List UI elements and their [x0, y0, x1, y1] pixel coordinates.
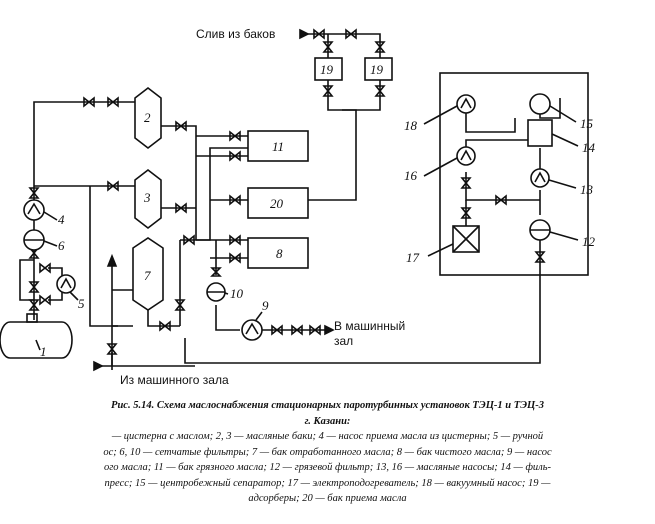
- separator-unit-frame: [439, 72, 589, 276]
- separator-15: [529, 93, 551, 115]
- mud-filter-12: [529, 219, 551, 241]
- adsorber-19-right: [364, 57, 393, 81]
- label-19-left: 19: [320, 62, 334, 77]
- oil-receiving-tank-20: [247, 187, 309, 219]
- label-8: 8: [276, 246, 283, 261]
- label-2: 2: [144, 110, 151, 125]
- label-10: 10: [230, 286, 244, 301]
- to-turbine-hall-label-2: зал: [334, 334, 353, 348]
- label-20: 20: [270, 196, 284, 211]
- caption-title-2: г. Казани:: [304, 415, 351, 427]
- label-6: 6: [58, 238, 65, 253]
- caption-line-1: — цистерна с маслом; 2, 3 — масляные бак…: [111, 431, 544, 442]
- caption-line-2: ос; 6, 10 — сетчатые фильтры; 7 — бак от…: [103, 446, 552, 458]
- caption-line-5: адсорберы; 20 — бак приема масла: [248, 493, 407, 504]
- hand-pump-5: [56, 274, 76, 294]
- pump-9: [241, 319, 263, 341]
- drain-label: Слив из баков: [196, 27, 275, 41]
- label-17: 17: [406, 250, 420, 265]
- label-16: 16: [404, 168, 418, 183]
- label-18: 18: [404, 118, 418, 133]
- clean-oil-tank-8: [247, 237, 309, 269]
- label-9: 9: [262, 298, 269, 313]
- filter-6: [23, 229, 45, 251]
- caption-line-3: ого масла; 11 — бак грязного масла; 12 —…: [103, 462, 552, 473]
- caption-line-4: пресс; 15 — центробежный сепаратор; 17 —…: [104, 477, 551, 489]
- oil-supply-scheme: 1 2 3 4 6 5 7 11 20 8 10 9 19 19 18 15 1…: [0, 27, 596, 387]
- oil-cistern-1: [0, 313, 73, 359]
- vacuum-pump-18: [456, 94, 476, 114]
- filter-press-14: [527, 119, 553, 147]
- flow-arrows: [93, 28, 335, 372]
- label-13: 13: [580, 182, 594, 197]
- dirty-oil-tank-11: [247, 130, 309, 162]
- waste-oil-tank-7: [132, 237, 164, 311]
- label-11: 11: [272, 139, 284, 154]
- valves: [28, 28, 546, 355]
- filter-10: [206, 282, 226, 302]
- oil-tank-3: [134, 168, 162, 230]
- label-19-right: 19: [370, 62, 384, 77]
- label-15: 15: [580, 116, 594, 131]
- label-14: 14: [582, 140, 596, 155]
- label-5: 5: [78, 296, 85, 311]
- oil-pump-16: [456, 146, 476, 166]
- to-turbine-hall-label: В машинный: [334, 319, 405, 333]
- pipelines: [19, 33, 561, 370]
- caption-title-1: Рис. 5.14. Схема маслоснабжения стациона…: [111, 400, 544, 411]
- label-7: 7: [144, 268, 151, 283]
- electric-heater-17: [452, 225, 480, 253]
- figure-caption: Рис. 5.14. Схема маслоснабжения стациона…: [0, 398, 655, 507]
- label-3: 3: [143, 190, 151, 205]
- oil-pump-13: [530, 168, 550, 188]
- leader-lines: [35, 105, 579, 351]
- pump-4: [23, 199, 45, 221]
- label-12: 12: [582, 234, 596, 249]
- oil-tank-2: [134, 86, 162, 150]
- from-turbine-hall-label: Из машинного зала: [120, 373, 229, 387]
- label-1: 1: [40, 344, 47, 359]
- label-4: 4: [58, 212, 65, 227]
